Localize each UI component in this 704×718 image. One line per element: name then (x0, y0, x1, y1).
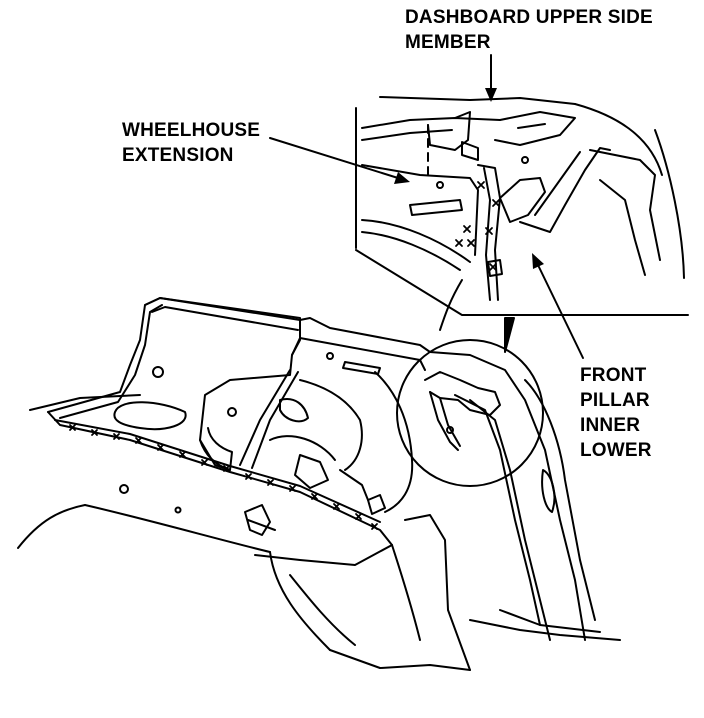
inset-bottom-border (355, 249, 689, 316)
pillar-inset-inner-panel (599, 179, 646, 276)
wheelhouse-leader-line (269, 137, 399, 179)
inner-tower-strut (294, 454, 329, 489)
pillar-inset-hole (521, 156, 529, 164)
front-apron-curve (269, 551, 331, 651)
upper-member-right-flange (494, 111, 576, 146)
dashboard-label-line-1: DASHBOARD UPPER SIDE (405, 7, 653, 28)
fender-lower-edge (84, 504, 271, 553)
pillar-clip-brace (429, 391, 459, 451)
inset-pointer-wedge (504, 317, 515, 353)
inset-right-edge (654, 129, 685, 279)
inset-connector-line (439, 279, 463, 331)
pillar-inset-outer-panel (589, 149, 661, 261)
strut-panel-top-flange-2 (151, 306, 299, 331)
wheelhouse-label-line-2: EXTENSION (122, 145, 234, 166)
dashboard-label-line-2: MEMBER (405, 32, 491, 53)
inner-tower-shelf (269, 435, 336, 461)
front-apron-inner-2 (404, 514, 471, 671)
pillar-inset-brace-2 (534, 151, 581, 216)
fender-top-edge (29, 394, 141, 411)
dashboard-leader-head (485, 88, 497, 102)
upper-member-edge (361, 129, 453, 141)
front-apron-inner (391, 544, 421, 641)
strut-panel-inner-edge (59, 304, 163, 419)
lower-flange-outer (47, 411, 393, 546)
spot-welds-flange (69, 424, 378, 530)
detail-inset (355, 96, 689, 353)
pillar-leader-line (537, 264, 584, 359)
pillar-clip-brace-2 (439, 397, 461, 447)
front-pillar-outer (429, 351, 586, 641)
front-pillar-inner-2 (469, 399, 551, 641)
dashboard-member-main (299, 317, 431, 353)
inner-tower-right-wall (374, 371, 414, 513)
front-pillar-inner-lower-label: FRONT PILLAR INNER LOWER (580, 363, 652, 463)
front-apron-bracket (244, 504, 271, 536)
inset-top-curve (574, 103, 663, 176)
wheelhouse-label-line-1: WHEELHOUSE (122, 120, 261, 141)
pillar-label-line-3: INNER (580, 415, 641, 436)
inner-tower-tab (367, 494, 386, 515)
pillar-label-line-2: PILLAR (580, 390, 650, 411)
wheelhouse-slot (409, 199, 463, 216)
front-apron-lower (329, 649, 471, 671)
detail-circle (396, 339, 544, 487)
upper-member-slot (517, 123, 546, 129)
pillar-leader-head (532, 253, 544, 269)
pillar-label-line-4: LOWER (580, 440, 652, 461)
pillar-inset-brace (519, 147, 611, 233)
front-apron-curve-2 (289, 574, 356, 646)
inner-tower-left-pillar-2 (251, 371, 299, 469)
pillar-inset-bracket (499, 177, 546, 223)
front-pillar-far-edge (524, 379, 596, 621)
front-apron-bracket-2 (247, 519, 276, 531)
inner-tower-cavity (299, 379, 363, 471)
strut-panel-oval (113, 401, 187, 431)
front-pillar-sill (499, 609, 601, 633)
wheelhouse-lower-curve (361, 219, 471, 263)
inset-top-border (379, 96, 576, 105)
inner-tower-fold (339, 469, 369, 501)
strut-panel-hole-1 (152, 366, 164, 378)
pillar-inset-clip (487, 259, 503, 277)
front-pillar-bottom-edge (469, 619, 621, 641)
upper-member-tab (461, 141, 479, 161)
strut-panel-hole-2 (227, 407, 237, 417)
inner-tower-left-pillar (239, 369, 291, 466)
front-apron-top (254, 544, 393, 566)
fender-hole-1 (119, 484, 129, 494)
dashboard-member-hole (326, 352, 334, 360)
fender-left-skirt (17, 504, 86, 549)
strut-panel-recess (199, 427, 233, 471)
wheelhouse-panel (361, 164, 479, 256)
front-pillar-hinge-slot (541, 469, 556, 513)
leader-arrows (269, 54, 584, 359)
lower-flange-inner (54, 419, 381, 523)
fender-hole-2 (174, 506, 182, 514)
strut-panel-top-flange (144, 297, 301, 321)
wheelhouse-extension-label: WHEELHOUSE EXTENSION (122, 118, 260, 168)
main-body (17, 297, 621, 671)
wheelhouse-leader-head (394, 172, 410, 184)
spot-welds-inset (455, 181, 500, 271)
pillar-label-line-1: FRONT (580, 365, 647, 386)
upper-member-flange (361, 117, 501, 129)
dashboard-member-front (291, 337, 426, 371)
inner-tower-bracket (279, 398, 309, 423)
pillar-inset-flange-2 (483, 167, 491, 301)
pillar-clip-bracket (424, 371, 501, 416)
dashboard-upper-side-member-label: DASHBOARD UPPER SIDE MEMBER (405, 5, 653, 55)
wheelhouse-lower-curve-2 (361, 231, 461, 271)
wheelhouse-hole (436, 181, 444, 189)
